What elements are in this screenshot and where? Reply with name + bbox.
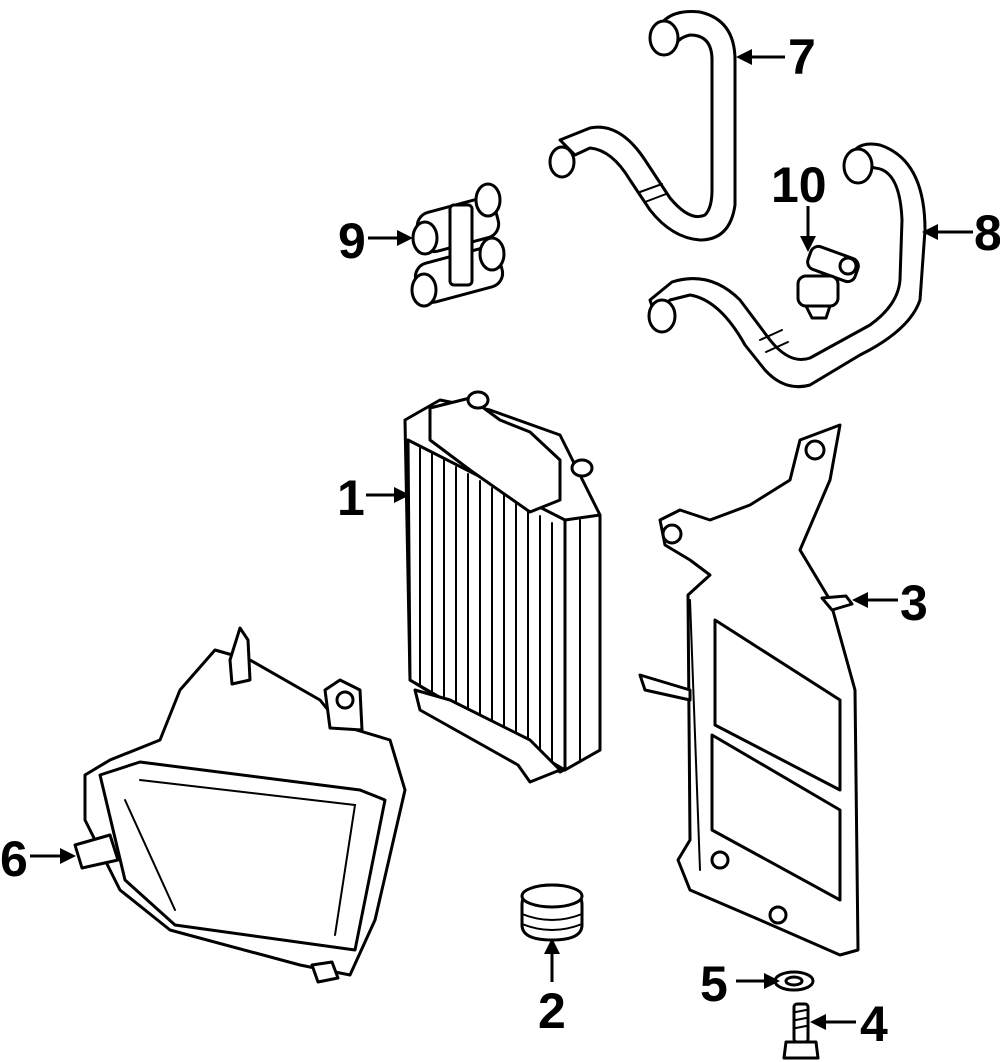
svg-text:5: 5 bbox=[700, 956, 728, 1012]
svg-text:6: 6 bbox=[0, 831, 28, 887]
callout-4: 4 bbox=[810, 996, 888, 1052]
hose-upper-part bbox=[548, 10, 737, 242]
callout-5: 5 bbox=[700, 956, 780, 1012]
bolt-part bbox=[782, 1002, 820, 1060]
sensor-part bbox=[796, 244, 860, 320]
svg-text:4: 4 bbox=[860, 996, 888, 1052]
svg-text:10: 10 bbox=[771, 157, 827, 213]
air-duct-part bbox=[73, 626, 407, 984]
callout-2: 2 bbox=[538, 938, 566, 1039]
hose-lower-part bbox=[647, 142, 927, 389]
callout-7: 7 bbox=[736, 29, 816, 85]
connector-part bbox=[410, 182, 506, 308]
radiator-part bbox=[403, 390, 602, 784]
callout-10: 10 bbox=[771, 157, 827, 252]
callout-8: 8 bbox=[922, 205, 1000, 261]
svg-text:7: 7 bbox=[788, 29, 816, 85]
callout-1: 1 bbox=[337, 470, 410, 526]
callout-3: 3 bbox=[852, 575, 928, 631]
mounting-bracket-part bbox=[638, 423, 860, 957]
svg-text:1: 1 bbox=[337, 470, 365, 526]
grommet-part bbox=[520, 883, 584, 942]
svg-text:9: 9 bbox=[338, 213, 366, 269]
callout-9: 9 bbox=[338, 213, 413, 269]
callout-6: 6 bbox=[0, 831, 76, 887]
svg-text:3: 3 bbox=[900, 575, 928, 631]
svg-text:8: 8 bbox=[974, 205, 1000, 261]
washer-part bbox=[773, 970, 815, 992]
svg-text:2: 2 bbox=[538, 983, 566, 1039]
